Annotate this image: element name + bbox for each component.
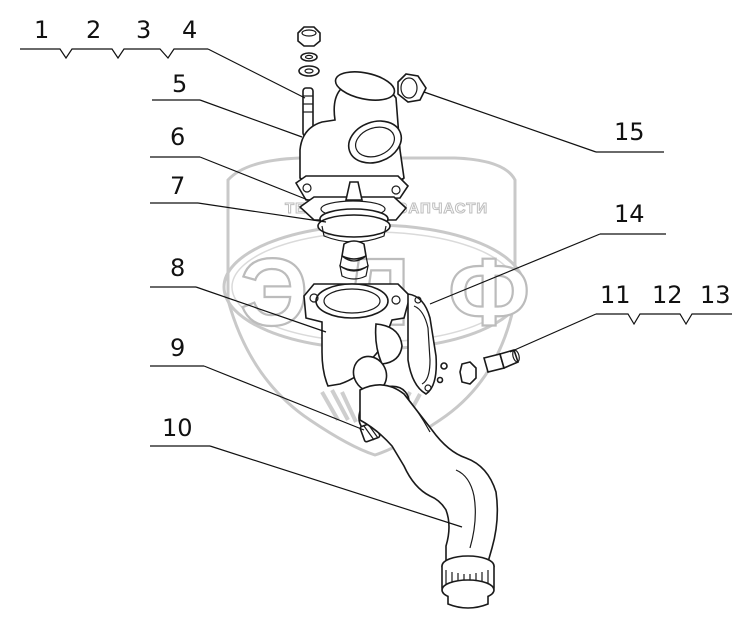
- part-4-stud: [302, 87, 314, 137]
- part-3-washer: [298, 65, 320, 77]
- callout-10: 10: [162, 414, 193, 442]
- leader-lines: [20, 48, 732, 528]
- part-8-lower-housing: [303, 283, 411, 393]
- part-7-thermostat: [317, 181, 391, 280]
- callout-12: 12: [652, 281, 683, 309]
- callout-11: 11: [600, 281, 631, 309]
- part-10-hose: [359, 384, 499, 567]
- part-11-nut: [459, 361, 477, 385]
- part-2-spring-washer: [300, 52, 318, 62]
- part-10-hose-end-clamp: [441, 555, 495, 609]
- callout-13: 13: [700, 281, 731, 309]
- part-1-nut: [297, 26, 321, 47]
- watermark-text-right: ЗАПЧАСТИ: [398, 200, 488, 217]
- callout-4: 4: [182, 16, 197, 44]
- callout-3: 3: [136, 16, 151, 44]
- callout-7: 7: [170, 172, 185, 200]
- callout-14: 14: [614, 200, 645, 228]
- callout-9: 9: [170, 334, 185, 362]
- callout-2: 2: [86, 16, 101, 44]
- callout-1: 1: [34, 16, 49, 44]
- callout-6: 6: [170, 123, 185, 151]
- part-12-13-fitting: [483, 349, 520, 373]
- part-5-outlet-elbow: [294, 71, 410, 201]
- callout-15: 15: [614, 118, 645, 146]
- callout-5: 5: [172, 70, 187, 98]
- callout-labels: 1 2 3 4 5 6 7 8 9 10 11 12 13 14 15: [34, 16, 731, 442]
- callout-8: 8: [170, 254, 185, 282]
- part-14-side-gasket: [407, 293, 448, 395]
- part-15-plug: [397, 73, 427, 103]
